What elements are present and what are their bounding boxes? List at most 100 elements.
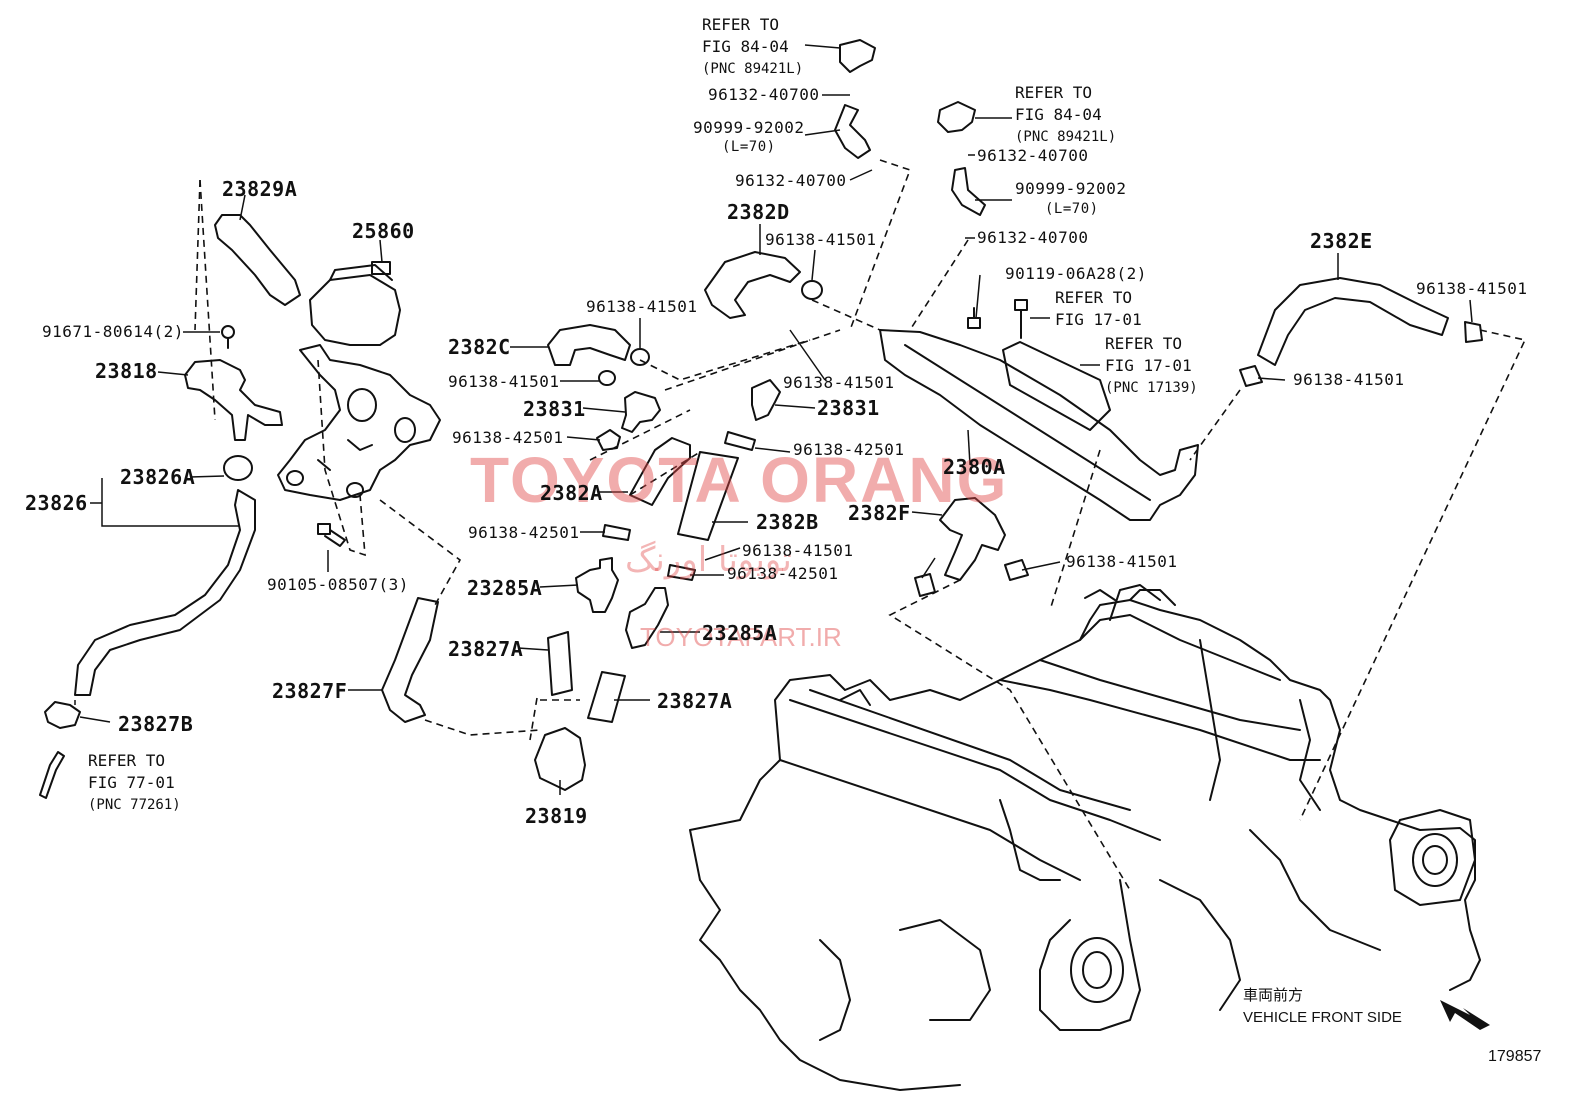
hose-2382B bbox=[677, 451, 739, 541]
hose-23827F bbox=[381, 597, 439, 723]
hose-90999-top bbox=[834, 104, 871, 159]
check-valve-23285A-right bbox=[625, 587, 669, 649]
part-label-23827F: 23827F bbox=[272, 679, 348, 703]
clamp-e bbox=[801, 280, 823, 300]
part-label-23826A: 23826A bbox=[120, 465, 196, 489]
part-label-96138-42501-a: 96138-42501 bbox=[452, 428, 564, 447]
reference-line2: FIG 17-01 bbox=[1105, 356, 1192, 375]
reference-pnc: (PNC 17139) bbox=[1105, 380, 1198, 396]
clamp-42501-a bbox=[596, 429, 621, 451]
hose-23827A-right bbox=[587, 671, 626, 723]
clamp-f bbox=[1004, 559, 1029, 581]
reference-line2: FIG 84-04 bbox=[702, 37, 789, 56]
part-label-96138-41501-a: 96138-41501 bbox=[586, 297, 698, 316]
watermark-brand: TOYOTA ORANG bbox=[470, 444, 1009, 516]
part-label-96132-40700-d: 96132-40700 bbox=[977, 228, 1089, 247]
sensor-89421L-top bbox=[839, 39, 876, 73]
length-label-a: (L=70) bbox=[722, 139, 776, 155]
reference-line2: FIG 17-01 bbox=[1055, 310, 1142, 329]
part-label-2382C: 2382C bbox=[448, 335, 511, 359]
reference-line1: REFER TO bbox=[1055, 288, 1133, 307]
front-arrow bbox=[1440, 1000, 1490, 1030]
clamp-42501-b bbox=[602, 524, 631, 541]
part-23819 bbox=[534, 727, 586, 791]
part-label-96132-40700-c: 96132-40700 bbox=[977, 146, 1089, 165]
check-valve-23285A-left bbox=[575, 557, 619, 613]
part-label-91671: 91671-80614(2) bbox=[42, 322, 184, 341]
hose-2382A bbox=[629, 437, 691, 506]
clamp-42501-d bbox=[724, 431, 756, 451]
clamp-i bbox=[914, 573, 936, 597]
reference-line1: REFER TO bbox=[88, 751, 166, 770]
part-label-90105: 90105-08507(3) bbox=[267, 575, 409, 594]
reference-line1: REFER TO bbox=[1015, 83, 1093, 102]
part-label-23829A: 23829A bbox=[222, 177, 298, 201]
watermark-site: TOYOTAPART.IR bbox=[640, 622, 842, 652]
part-label-96138-42501-c: 96138-42501 bbox=[727, 564, 839, 583]
part-label-23827A-left: 23827A bbox=[448, 637, 524, 661]
vehicle-front-label: 車両前方 VEHICLE FRONT SIDE bbox=[1243, 985, 1402, 1029]
reference-pnc: (PNC 89421L) bbox=[1015, 129, 1117, 145]
reference-fig-84-04-right: REFER TO FIG 84-04 (PNC 89421L) bbox=[1015, 82, 1116, 148]
pipe-77261 bbox=[39, 751, 65, 799]
reference-line1: REFER TO bbox=[1105, 334, 1183, 353]
sensor-89421L-right bbox=[937, 101, 976, 133]
part-label-96138-41501-f: 96138-41501 bbox=[1066, 552, 1178, 571]
valve-23831-right bbox=[751, 379, 781, 421]
clamp-b bbox=[598, 370, 616, 386]
part-label-96138-41501-e: 96138-41501 bbox=[765, 230, 877, 249]
reference-line2: FIG 77-01 bbox=[88, 773, 175, 792]
part-label-23831-right: 23831 bbox=[817, 396, 880, 420]
part-label-96138-41501-g: 96138-41501 bbox=[1416, 279, 1528, 298]
part-label-2382B: 2382B bbox=[756, 510, 819, 534]
part-label-23826: 23826 bbox=[25, 491, 88, 515]
length-label-b: (L=70) bbox=[1045, 201, 1099, 217]
part-label-2382D: 2382D bbox=[727, 200, 790, 224]
clamp-g bbox=[1464, 321, 1483, 343]
hose-2382C bbox=[547, 324, 631, 366]
clamp-a bbox=[630, 348, 650, 366]
part-label-23827B: 23827B bbox=[118, 712, 194, 736]
figure-number: 179857 bbox=[1488, 1048, 1542, 1065]
part-label-96138-42501-b: 96138-42501 bbox=[468, 523, 580, 542]
pipe-2380A bbox=[879, 329, 1199, 521]
reference-pnc: (PNC 77261) bbox=[88, 797, 181, 813]
part-label-2382F: 2382F bbox=[848, 501, 911, 525]
bolt-90105 bbox=[317, 523, 346, 547]
reference-line1: REFER TO bbox=[702, 15, 780, 34]
part-label-90999-92002-a: 90999-92002 bbox=[693, 118, 805, 137]
part-label-96132-40700-a: 96132-40700 bbox=[708, 85, 820, 104]
reference-line2: FIG 84-04 bbox=[1015, 105, 1102, 124]
part-label-96138-42501-d: 96138-42501 bbox=[793, 440, 905, 459]
hose-90999-right bbox=[951, 167, 986, 216]
clamp-h bbox=[1239, 365, 1263, 387]
part-label-96132-40700-b: 96132-40700 bbox=[735, 171, 847, 190]
watermark-persian: تویوتا اورنگ bbox=[625, 540, 792, 580]
hose-23826 bbox=[74, 489, 256, 696]
reference-fig-77-01: REFER TO FIG 77-01 (PNC 77261) bbox=[88, 750, 181, 816]
part-label-96138-41501-h: 96138-41501 bbox=[1293, 370, 1405, 389]
clamp-42501-c bbox=[667, 564, 696, 581]
hose-23829A bbox=[214, 214, 301, 306]
part-label-2382A: 2382A bbox=[540, 481, 603, 505]
part-label-23827A-right: 23827A bbox=[657, 689, 733, 713]
bracket-17139 bbox=[1002, 341, 1111, 431]
bolt-90119 bbox=[967, 307, 981, 329]
part-label-2382E: 2382E bbox=[1310, 229, 1373, 253]
hose-23827A-left bbox=[547, 631, 573, 696]
part-label-23831-left: 23831 bbox=[523, 397, 586, 421]
part-label-23818: 23818 bbox=[95, 359, 158, 383]
part-label-90999-92002-b: 90999-92002 bbox=[1015, 179, 1127, 198]
bolt-91671 bbox=[221, 325, 235, 349]
hose-2382D bbox=[704, 251, 801, 319]
bracket-23818 bbox=[184, 359, 283, 441]
vehicle-front-english: VEHICLE FRONT SIDE bbox=[1243, 1009, 1402, 1026]
reference-fig-17-01-b: REFER TO FIG 17-01 (PNC 17139) bbox=[1105, 333, 1198, 399]
part-label-96138-41501-c: 96138-41501 bbox=[742, 541, 854, 560]
bolt-17-01 bbox=[1014, 299, 1028, 339]
reference-fig-84-04-top: REFER TO FIG 84-04 (PNC 89421L) bbox=[702, 14, 803, 80]
vehicle-front-japanese: 車両前方 bbox=[1243, 987, 1304, 1004]
air-pump-assembly bbox=[277, 261, 441, 501]
part-label-23819: 23819 bbox=[525, 804, 588, 828]
